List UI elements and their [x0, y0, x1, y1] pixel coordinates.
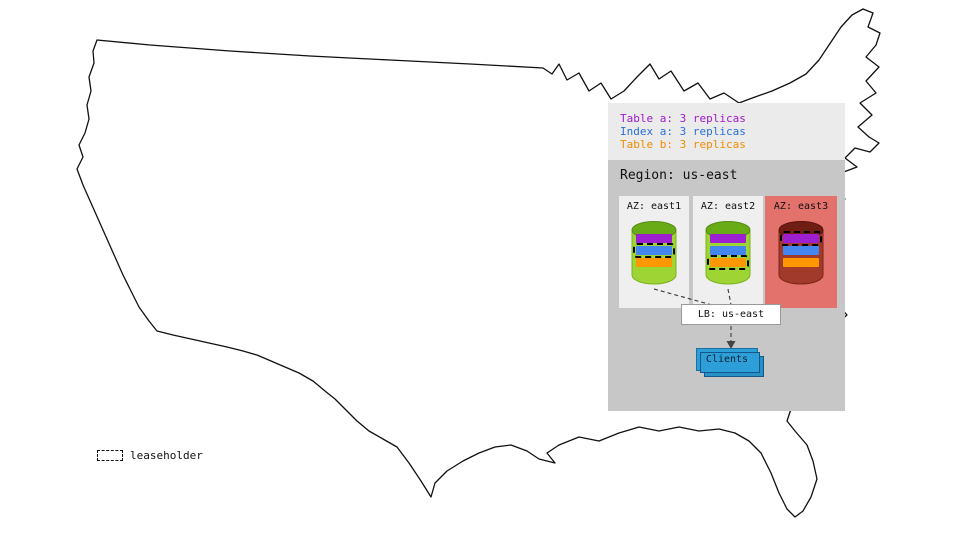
clients-label: Clients	[705, 354, 749, 365]
replica-table-b-leaseholder	[707, 255, 749, 270]
az-box-east2: AZ: east2	[693, 196, 763, 308]
az-label-east1: AZ: east1	[626, 201, 682, 212]
az-box-east3: AZ: east3	[765, 196, 837, 308]
legend-index-a: Index a: 3 replicas	[620, 125, 746, 138]
az-box-east1: AZ: east1	[619, 196, 689, 308]
replica-table-b	[636, 258, 672, 267]
db-node-east2	[705, 220, 751, 286]
db-node-east3	[778, 220, 824, 286]
replica-table-b	[783, 258, 819, 267]
replica-index-a-leaseholder	[633, 243, 675, 258]
az-label-east3: AZ: east3	[773, 201, 829, 212]
replica-index-a	[783, 246, 819, 255]
leaseholder-label: leaseholder	[130, 449, 203, 462]
leaseholder-legend: leaseholder	[97, 449, 203, 462]
replica-table-a-leaseholder	[780, 231, 822, 246]
clients-node: Clients	[696, 348, 764, 377]
leaseholder-swatch-icon	[97, 450, 123, 461]
us-map-outline	[76, 8, 881, 518]
az-label-east2: AZ: east2	[700, 201, 756, 212]
replica-table-a	[710, 234, 746, 243]
load-balancer: LB: us-east	[681, 304, 781, 325]
replica-index-a	[710, 246, 746, 255]
legend-table-b: Table b: 3 replicas	[620, 138, 746, 151]
legend-table-a: Table a: 3 replicas	[620, 112, 746, 125]
replica-legend-panel: Table a: 3 replicas Index a: 3 replicas …	[608, 103, 845, 160]
db-node-east1	[631, 220, 677, 286]
replica-table-a	[636, 234, 672, 243]
region-title: Region: us-east	[620, 168, 738, 183]
